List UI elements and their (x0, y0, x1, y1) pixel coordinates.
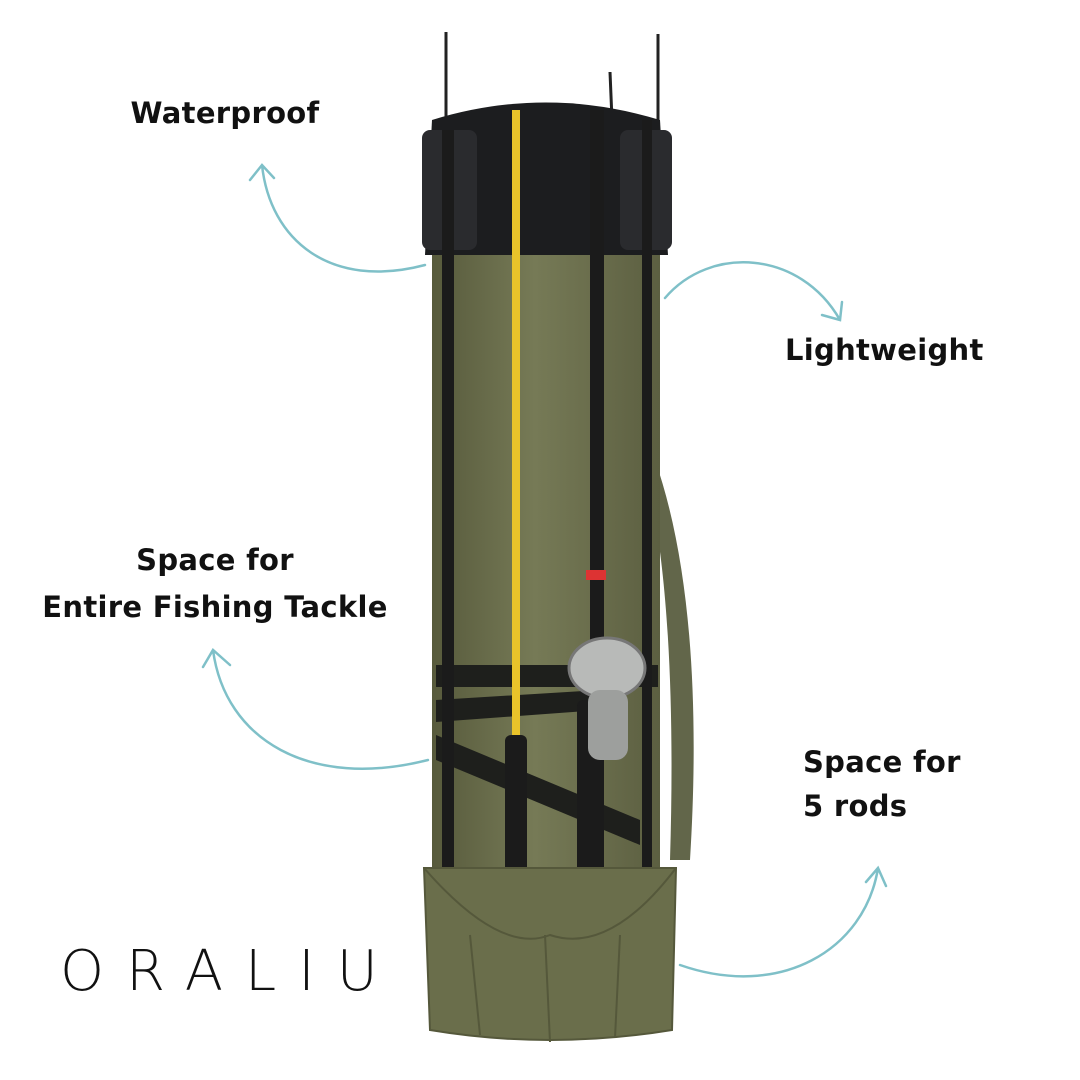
fishing-reel (567, 636, 647, 760)
feature-lightweight: Lightweight (785, 333, 984, 367)
feature-tackle-line1: Space for (136, 543, 294, 577)
brand-logo: ORALIU (60, 939, 400, 1004)
bag-top-waterproof (425, 102, 668, 255)
arrow-rods (678, 865, 888, 978)
feature-rods-line1: Space for (803, 745, 961, 779)
feature-waterproof: Waterproof (130, 96, 320, 130)
feature-tackle-line2: Entire Fishing Tackle (42, 590, 388, 624)
bag-bottom-pockets (422, 867, 678, 1041)
arrow-tackle (201, 648, 430, 770)
bag-body (432, 250, 660, 870)
feature-rods-line2: 5 rods (803, 789, 908, 823)
arrow-waterproof (248, 163, 427, 273)
shoulder-strap (645, 460, 694, 860)
arrow-lightweight (663, 261, 844, 322)
callout-arrows (201, 163, 888, 978)
